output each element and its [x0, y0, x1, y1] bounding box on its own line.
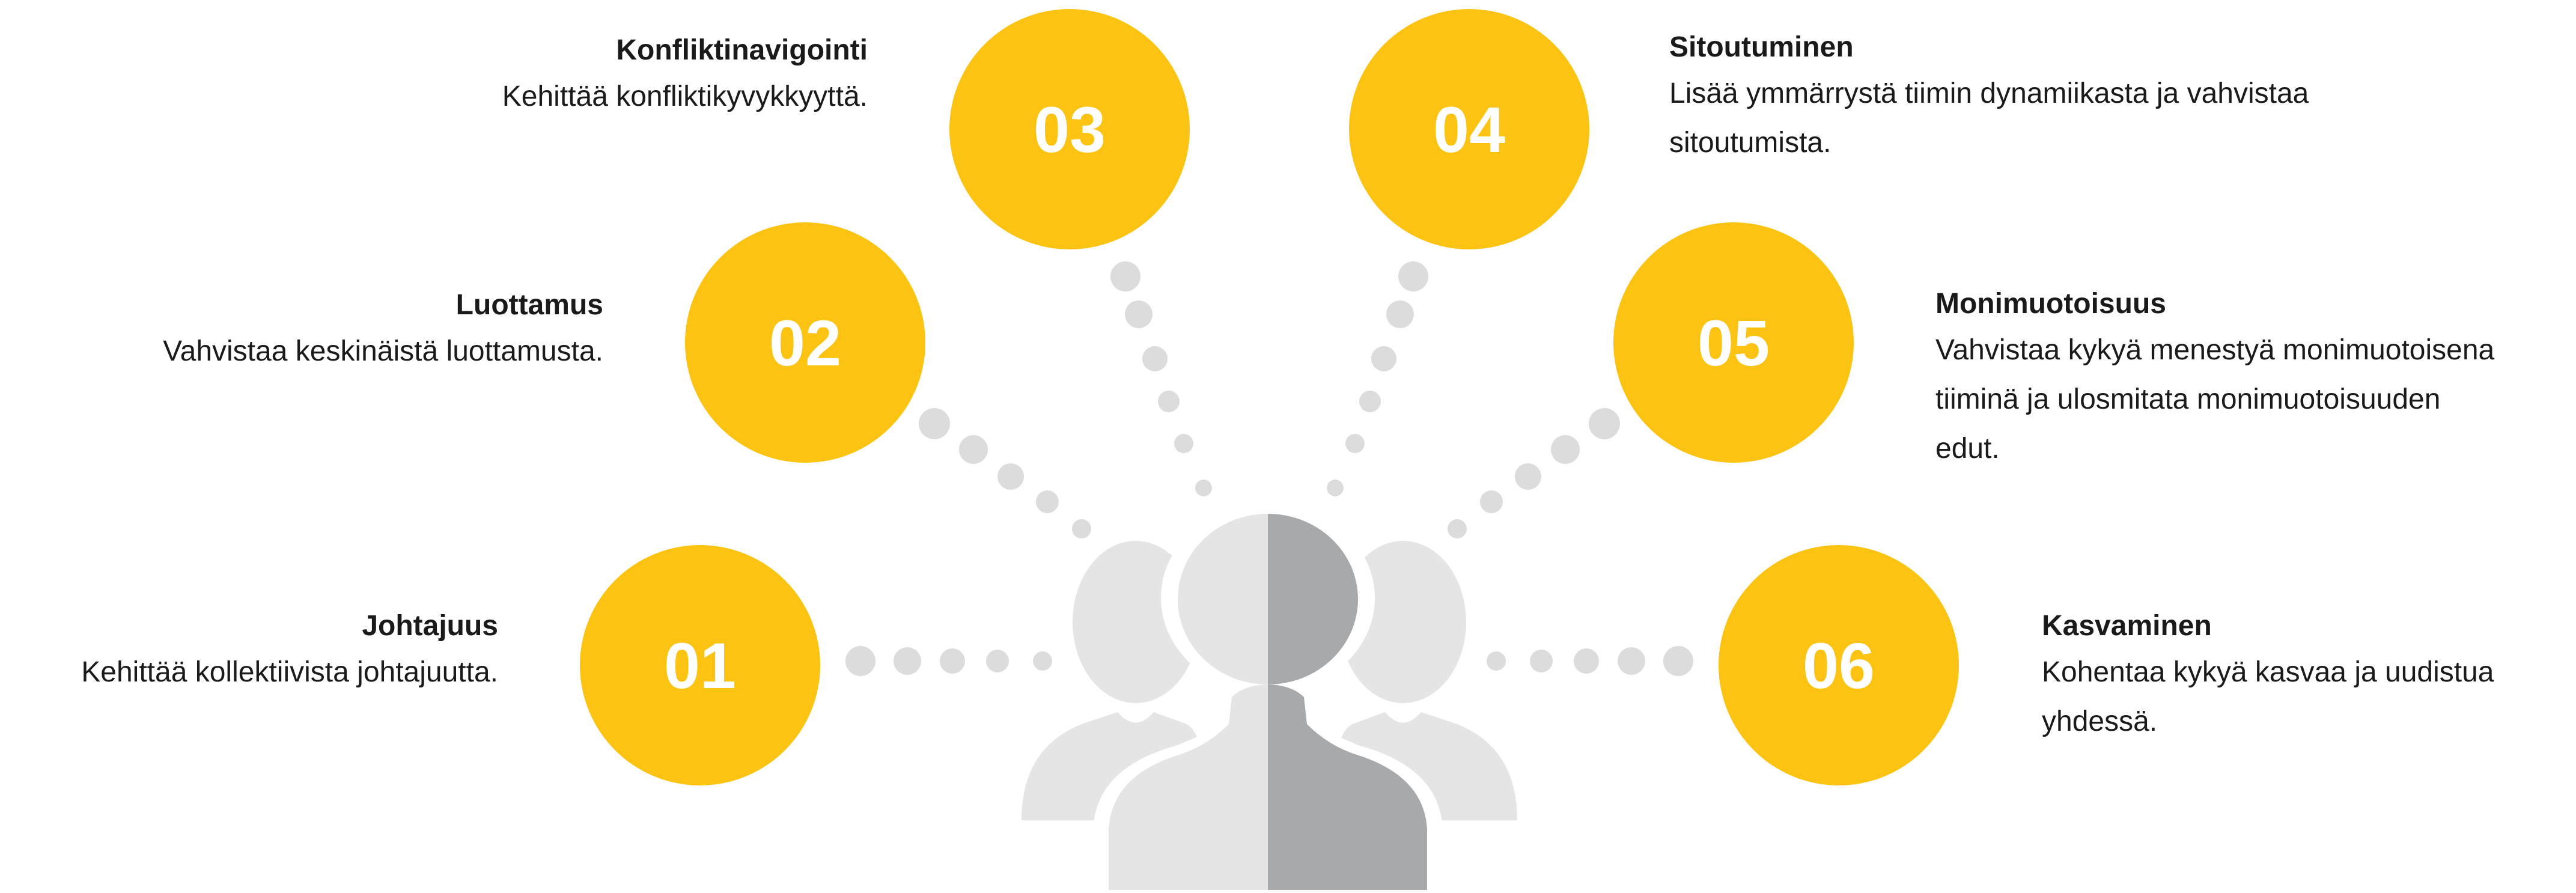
step-06-circle [1719, 545, 1959, 785]
label-06-description-line-1: Kohentaa kykyä kasvaa ja uudistua [2042, 656, 2494, 688]
label-01: Johtajuus Kehittää kollektiivista johtaj… [0, 605, 498, 697]
dots-04-dot [1345, 434, 1365, 453]
dots-04-dot [1386, 300, 1414, 328]
dots-04-dot [1371, 346, 1396, 371]
label-06-description-line-2: yhdessä. [2042, 706, 2158, 737]
step-01-circle [580, 545, 820, 785]
step-04-circle [1349, 9, 1589, 249]
dots-06-dot [1487, 651, 1506, 671]
label-04: Sitoutuminen Lisää ymmärrystä tiimin dyn… [1669, 26, 2450, 168]
label-01-description: Kehittää kollektiivista johtajuutta. [81, 656, 498, 688]
label-05: Monimuotoisuus Vahvistaa kykyä menestyä … [1935, 282, 2572, 474]
step-02-number: 02 [769, 306, 841, 379]
dots-01-dot [845, 646, 875, 676]
step-04-number: 04 [1433, 93, 1505, 166]
dots-06-dot [1574, 648, 1599, 674]
label-01-title: Johtajuus [362, 610, 498, 642]
dots-05-dot [1589, 408, 1620, 439]
step-06-number: 06 [1803, 629, 1875, 702]
dots-03-dot [1195, 480, 1212, 496]
dots-06-dot [1530, 650, 1553, 672]
step-03-circle [949, 9, 1190, 249]
dots-01-dot [940, 648, 965, 674]
label-05-description-line-1: Vahvistaa kykyä menestyä monimuotoisena [1935, 334, 2495, 366]
label-03-description: Kehittää konfliktikyvykkyyttä. [502, 81, 868, 112]
step-02: 02 [685, 222, 925, 463]
dots-02-dot [919, 408, 950, 439]
dots-02-dot [1072, 519, 1091, 538]
label-05-description-line-3: edut. [1935, 433, 2000, 465]
dots-01-dot [986, 650, 1009, 672]
dots-02-dot [959, 435, 988, 464]
label-05-description-line-2: tiiminä ja ulosmitata monimuotoisuuden [1935, 383, 2441, 415]
dots-04-dot [1398, 261, 1428, 291]
dots-03-dot [1125, 300, 1153, 328]
label-04-description-line-2: sitoutumista. [1669, 127, 1832, 159]
label-04-description-line-1: Lisää ymmärrystä tiimin dynamiikasta ja … [1669, 78, 2309, 109]
dots-04-dot [1359, 391, 1381, 412]
step-01-number: 01 [664, 629, 736, 702]
label-02-title: Luottamus [455, 289, 603, 321]
label-06-title: Kasvaminen [2042, 610, 2212, 642]
connector-dots [845, 261, 1693, 676]
dots-01-dot [1033, 651, 1052, 671]
dots-05-dot [1551, 435, 1580, 464]
dots-02-dot [1036, 490, 1059, 513]
step-06: 06 [1719, 545, 1959, 785]
dots-03-dot [1174, 434, 1193, 453]
dots-02-dot [997, 463, 1024, 490]
dots-03-dot [1142, 346, 1168, 371]
step-04: 04 [1349, 9, 1589, 249]
group-people-icon [1022, 503, 1517, 890]
step-05-circle [1613, 222, 1854, 463]
step-01: 01 [580, 545, 820, 785]
label-03-title: Konfliktinavigointi [616, 34, 868, 66]
person-center-icon [1109, 514, 1427, 890]
step-05: 05 [1613, 222, 1854, 463]
step-03-number: 03 [1034, 93, 1106, 166]
step-05-number: 05 [1698, 306, 1770, 379]
dots-05-dot [1448, 519, 1467, 538]
label-02: Luottamus Vahvistaa keskinäistä luottamu… [2, 284, 603, 376]
dots-01-dot [894, 647, 921, 675]
label-06: Kasvaminen Kohentaa kykyä kasvaa ja uudi… [2042, 605, 2571, 746]
dots-06-dot [1618, 647, 1645, 675]
step-03: 03 [949, 9, 1190, 249]
dots-05-dot [1515, 463, 1541, 490]
dots-05-dot [1480, 490, 1503, 513]
dots-03-dot [1158, 391, 1180, 412]
label-05-title: Monimuotoisuus [1935, 288, 2166, 320]
dots-04-dot [1327, 480, 1344, 496]
label-03: Konfliktinavigointi Kehittää konfliktiky… [327, 29, 868, 121]
dots-03-dot [1110, 261, 1140, 291]
label-04-title: Sitoutuminen [1669, 31, 1854, 63]
dots-06-dot [1663, 646, 1693, 676]
label-02-description: Vahvistaa keskinäistä luottamusta. [163, 335, 603, 367]
step-02-circle [685, 222, 925, 463]
